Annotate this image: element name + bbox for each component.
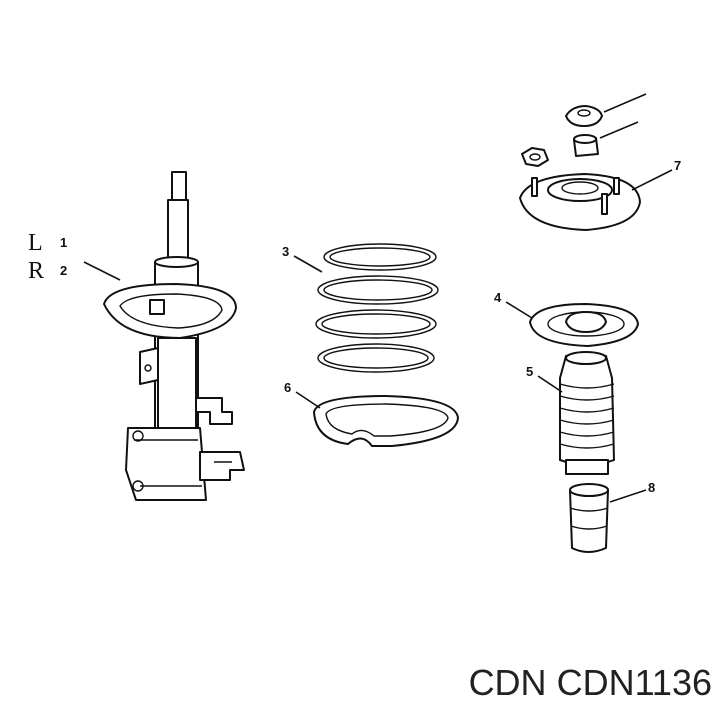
svg-text:1: 1 xyxy=(60,235,67,250)
bump-stop xyxy=(569,483,609,553)
brand-name: CDN xyxy=(468,662,547,703)
svg-text:2: 2 xyxy=(60,263,67,278)
side-label-right: R 2 xyxy=(28,258,67,284)
leader-line-3 xyxy=(293,255,323,273)
leader-line-4 xyxy=(505,301,533,319)
svg-text:R: R xyxy=(28,258,44,284)
leader-line-washer xyxy=(603,93,647,113)
brand-part-number: CDN CDN1136 xyxy=(469,662,712,704)
callout-4: 4 xyxy=(494,290,502,305)
callout-8: 8 xyxy=(648,480,655,495)
strut-top-mount xyxy=(519,173,641,231)
leader-line-6 xyxy=(295,391,321,409)
callout-5: 5 xyxy=(526,364,533,379)
callout-6: 6 xyxy=(284,380,291,395)
leader-line-5 xyxy=(537,375,563,393)
top-mount-nut xyxy=(521,147,549,167)
side-label-left: L 1 xyxy=(28,230,67,256)
top-mount-bushing xyxy=(573,134,599,157)
coil-spring xyxy=(315,243,439,373)
top-mount-washer xyxy=(565,105,603,127)
callout-7: 7 xyxy=(674,158,681,173)
leader-line-8 xyxy=(609,489,647,503)
leader-line-1-2 xyxy=(83,261,121,281)
leader-line-7 xyxy=(631,169,673,191)
dust-boot xyxy=(559,351,615,475)
callout-3: 3 xyxy=(282,244,289,259)
upper-spring-seat xyxy=(529,303,639,347)
leader-line-bushing xyxy=(599,121,639,139)
svg-text:L: L xyxy=(28,230,43,256)
shock-absorber-strut xyxy=(103,171,245,501)
part-number: CDN1136 xyxy=(556,662,712,703)
spring-insulator xyxy=(313,395,459,447)
